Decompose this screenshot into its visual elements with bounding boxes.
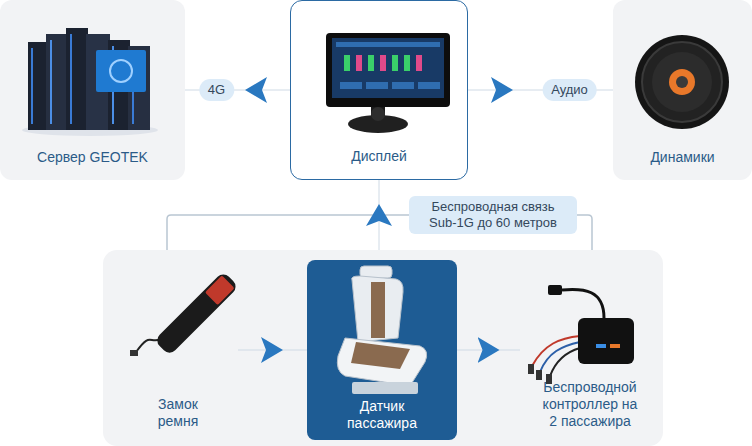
controller-illustration bbox=[528, 285, 634, 384]
screen-tile bbox=[380, 55, 386, 71]
speaker-cone bbox=[652, 52, 712, 112]
screen-tile bbox=[392, 55, 398, 71]
speaker-frame bbox=[635, 35, 729, 129]
connector-arrow bbox=[185, 90, 290, 91]
wire-plug bbox=[130, 350, 138, 356]
seat-cushion bbox=[337, 338, 426, 386]
monitor-illustration bbox=[326, 33, 450, 133]
controller-wire bbox=[532, 336, 580, 366]
screen-button bbox=[340, 82, 362, 89]
buckle-illustration bbox=[130, 271, 239, 356]
node-label: Сервер GEOTEK bbox=[37, 149, 148, 166]
node-label: Датчик пассажира bbox=[337, 398, 427, 432]
screen-glyph bbox=[110, 60, 132, 82]
server-rack bbox=[46, 34, 68, 130]
seat-illustration bbox=[337, 266, 426, 394]
edge-label-pill: 4G bbox=[199, 79, 234, 101]
screen-button bbox=[418, 82, 440, 89]
rack-light bbox=[50, 40, 52, 124]
node-label: Замок ремня bbox=[148, 396, 208, 430]
server-illustration bbox=[22, 28, 158, 136]
buckle-node: Замок ремня bbox=[118, 260, 238, 440]
wire-pin bbox=[528, 364, 534, 374]
monitor-screen bbox=[332, 38, 444, 98]
controller-wire bbox=[540, 342, 580, 372]
rack-light bbox=[70, 34, 72, 124]
sensor-group: Замок ремня Датчик пассажира Беспроводной … bbox=[103, 250, 663, 446]
connector-arrow bbox=[468, 90, 613, 91]
screen-tile bbox=[404, 55, 410, 71]
monitor-neck bbox=[371, 107, 385, 119]
screen-tile bbox=[416, 55, 422, 71]
connector-arrow bbox=[379, 180, 380, 250]
screen-tile bbox=[356, 55, 362, 71]
server-rack bbox=[28, 42, 48, 130]
connector-arrow bbox=[457, 350, 520, 351]
speaker-illustration bbox=[635, 35, 729, 129]
buckle-button bbox=[205, 275, 235, 305]
speaker-surround bbox=[642, 42, 722, 122]
server-rack bbox=[86, 34, 110, 130]
floor-shadow bbox=[22, 124, 158, 136]
seat-base bbox=[352, 382, 418, 394]
controller-node: Беспроводной контроллер на 2 пассажира bbox=[520, 260, 660, 440]
seat-strip bbox=[371, 282, 385, 338]
controller-cable bbox=[562, 289, 604, 318]
server-screen bbox=[96, 50, 146, 92]
bracket-line bbox=[167, 215, 592, 250]
node-label: Беспроводной контроллер на 2 пассажира bbox=[540, 379, 640, 430]
screen-tile bbox=[368, 55, 374, 71]
edge-label-pill: Аудио bbox=[542, 79, 597, 101]
sensor-node: Датчик пассажира bbox=[307, 260, 457, 440]
server-box: Сервер GEOTEK bbox=[0, 0, 185, 180]
seat-headrest bbox=[360, 266, 392, 278]
controller-led bbox=[596, 344, 606, 348]
screen-button bbox=[366, 82, 388, 89]
wire-pin bbox=[536, 370, 542, 380]
screen-tile bbox=[344, 55, 350, 71]
rack-light bbox=[132, 52, 134, 124]
buckle-body bbox=[154, 271, 239, 356]
controller-led bbox=[610, 344, 620, 348]
speaker-center bbox=[676, 76, 688, 88]
rack-light bbox=[31, 48, 33, 124]
server-rack bbox=[128, 46, 150, 130]
buckle-wire bbox=[136, 338, 165, 352]
sensor-pad bbox=[351, 342, 410, 369]
screen-bar bbox=[336, 42, 440, 47]
display-box: Дисплей bbox=[290, 0, 468, 180]
server-rack bbox=[108, 40, 130, 130]
monitor-joint bbox=[371, 107, 385, 121]
cable-plug bbox=[548, 285, 562, 295]
node-label: Динамики bbox=[650, 149, 714, 166]
speaker-tweeter bbox=[669, 69, 695, 95]
wire-pin bbox=[546, 374, 552, 384]
server-rack bbox=[66, 28, 88, 130]
connector-arrow bbox=[238, 350, 307, 351]
edge-label-pill: Беспроводная связь Sub-1G до 60 метров bbox=[409, 196, 577, 234]
controller-box bbox=[578, 318, 634, 364]
rack-light bbox=[112, 46, 114, 124]
node-label: Дисплей bbox=[351, 148, 407, 165]
monitor-frame bbox=[326, 33, 450, 107]
speaker-box: Динамики bbox=[613, 0, 752, 180]
controller-wire bbox=[550, 348, 580, 376]
seat-back bbox=[352, 276, 403, 342]
screen-button bbox=[392, 82, 414, 89]
monitor-base bbox=[348, 115, 408, 133]
